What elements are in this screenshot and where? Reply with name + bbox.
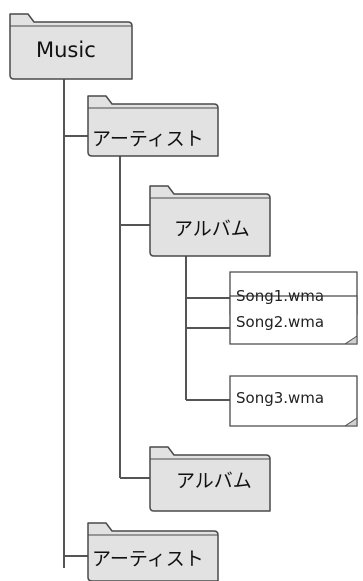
folder-icon — [87, 522, 219, 581]
file-icon — [229, 295, 358, 345]
folder-icon — [87, 95, 219, 157]
folder-icon — [9, 13, 133, 80]
connector-lines — [63, 79, 230, 568]
album-folder-label[interactable]: アルバム — [176, 470, 252, 492]
song-file-label[interactable]: Song3.wma — [236, 389, 325, 407]
folder-icon — [149, 185, 271, 257]
album-folder-label[interactable]: アルバム — [174, 218, 250, 240]
artist-folder-label[interactable]: アーティスト — [92, 128, 204, 150]
song-file-label[interactable]: Song2.wma — [236, 313, 325, 331]
folder-icon — [149, 446, 271, 512]
root-folder-label[interactable]: Music — [36, 38, 96, 62]
file-icon — [229, 375, 358, 427]
artist-folder-label[interactable]: アーティスト — [92, 548, 204, 570]
song-file-label[interactable]: Song1.wma — [236, 287, 325, 305]
